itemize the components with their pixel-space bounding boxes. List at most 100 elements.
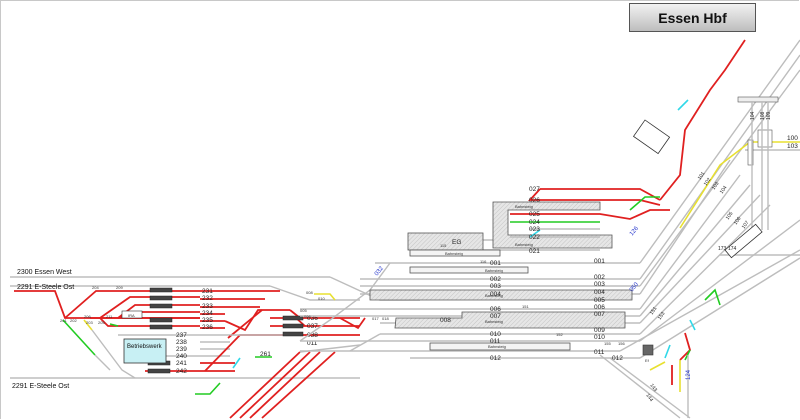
platform-label: Bahnsteig xyxy=(488,344,506,349)
bottom-diagonal-routes xyxy=(229,344,361,419)
track-label: 003 xyxy=(594,281,605,288)
route-cyan xyxy=(677,99,689,111)
platform-label: Bahnsteig xyxy=(485,293,503,298)
svg-text:103: 103 xyxy=(711,181,721,191)
route-green xyxy=(195,382,221,395)
svg-text:205: 205 xyxy=(98,320,105,325)
route xyxy=(339,317,366,330)
signal-box xyxy=(282,331,304,337)
route-green xyxy=(109,323,119,327)
svg-text:151: 151 xyxy=(522,304,529,309)
svg-text:107: 107 xyxy=(741,220,751,230)
route-yellow xyxy=(649,361,666,371)
platform-label: Bahnsteig xyxy=(515,204,533,209)
track-label: 003 xyxy=(490,283,501,290)
track-label: 234 xyxy=(202,310,213,317)
svg-text:211: 211 xyxy=(106,314,113,319)
platform xyxy=(369,289,633,301)
track-label: 238 xyxy=(176,339,187,346)
svg-text:104: 104 xyxy=(719,185,729,195)
bridge-box xyxy=(724,223,763,259)
track-label: 011 xyxy=(594,349,605,356)
track-label: 242 xyxy=(176,368,187,375)
track-label: 027 xyxy=(529,186,540,193)
route-label-essen-west: 2300 Essen West xyxy=(17,269,72,276)
svg-text:108: 108 xyxy=(760,111,766,120)
track-label: 008 xyxy=(440,317,451,324)
svg-text:116: 116 xyxy=(480,259,487,264)
route-232 xyxy=(99,296,200,319)
track-label: 240 xyxy=(176,353,187,360)
route-cyan xyxy=(232,357,241,369)
station-title: Essen Hbf xyxy=(629,3,756,32)
track-label: 001 xyxy=(490,260,501,267)
track-label: 007 xyxy=(594,311,605,318)
svg-text:202: 202 xyxy=(70,318,77,323)
platform-north xyxy=(492,201,613,249)
svg-text:155: 155 xyxy=(604,341,611,346)
route-cyan xyxy=(664,344,671,359)
track-label: 026 xyxy=(529,197,540,204)
track-label: 024 xyxy=(529,219,540,226)
svg-text:151: 151 xyxy=(649,306,659,316)
platform-label: Bahnsteig xyxy=(485,268,503,273)
svg-text:209: 209 xyxy=(116,285,123,290)
track-label: 010 xyxy=(490,331,501,338)
ira-label: IRA xyxy=(128,313,135,318)
svg-text:010: 010 xyxy=(318,296,325,301)
svg-text:008: 008 xyxy=(306,290,313,295)
track-label: 239 xyxy=(176,346,187,353)
svg-text:203: 203 xyxy=(86,320,93,325)
route-yellow xyxy=(314,293,336,301)
track-label: 023 xyxy=(529,226,540,233)
betriebswerk-building[interactable] xyxy=(123,338,167,364)
route-label-steele-ost-bottom: 2291 E-Steele Ost xyxy=(12,383,69,390)
track-label-261: 261 xyxy=(260,351,271,358)
svg-text:106: 106 xyxy=(733,216,743,226)
svg-text:109: 109 xyxy=(766,111,772,120)
track xyxy=(299,262,391,342)
track-label: 010 xyxy=(594,334,605,341)
route-cyan xyxy=(689,319,696,331)
route-214-green xyxy=(62,319,96,356)
track-label: 233 xyxy=(202,303,213,310)
platform xyxy=(394,311,626,329)
track-label: 001 xyxy=(594,258,605,265)
track-label: 103 xyxy=(787,143,798,150)
track-label: 100 xyxy=(787,135,798,142)
ira-box xyxy=(121,310,143,319)
track-link xyxy=(269,285,360,301)
svg-text:115: 115 xyxy=(440,243,447,248)
platform xyxy=(409,249,501,257)
track-label: 011 xyxy=(490,338,501,345)
svg-text:144: 144 xyxy=(644,393,654,403)
route-green xyxy=(704,288,721,306)
blue-label-032: 032 xyxy=(374,265,385,277)
track-label: 011 xyxy=(307,340,318,347)
track-label: 009 xyxy=(594,327,605,334)
bridge xyxy=(747,139,754,166)
track-label: 022 xyxy=(529,234,540,241)
track-label: 237 xyxy=(176,332,187,339)
platform-label: Bahnsteig xyxy=(445,251,463,256)
route-green xyxy=(629,196,660,211)
svg-text:101: 101 xyxy=(697,171,707,181)
track-label: 241 xyxy=(176,360,187,367)
route-025 xyxy=(510,209,670,220)
track-label: 232 xyxy=(202,295,213,302)
track-label: 012 xyxy=(612,355,623,362)
track-label: 235 xyxy=(202,317,213,324)
track-label: 007 xyxy=(490,313,501,320)
track-label: 231 xyxy=(202,288,213,295)
svg-text:206: 206 xyxy=(84,314,91,319)
bridge xyxy=(757,129,773,148)
track-label: 005 xyxy=(594,297,605,304)
bridge xyxy=(737,96,779,103)
svg-text:201: 201 xyxy=(60,318,67,323)
control-building[interactable] xyxy=(632,119,671,155)
route-north xyxy=(659,39,746,201)
svg-text:018: 018 xyxy=(382,316,389,321)
track-label: 004 xyxy=(490,291,501,298)
